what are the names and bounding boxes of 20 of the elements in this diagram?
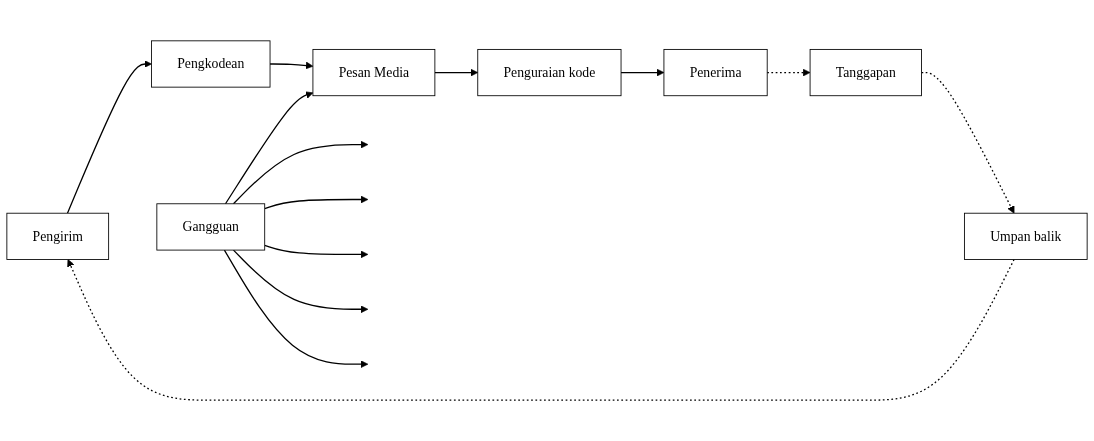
arrow	[67, 258, 1015, 401]
arrow	[232, 140, 369, 205]
arrow	[264, 244, 369, 259]
arrow	[434, 68, 479, 77]
node-box: Gangguan	[156, 203, 266, 251]
node-box: Umpan balik	[964, 212, 1088, 260]
arrow	[264, 195, 369, 210]
arrow	[232, 249, 369, 314]
node-box: Tanggapan	[809, 49, 922, 97]
arrow	[620, 68, 665, 77]
arrow	[223, 249, 369, 368]
node-box: Pengkodean	[151, 40, 271, 88]
node-box: Pengirim	[6, 212, 110, 260]
node-box: Penerima	[663, 49, 768, 97]
arrow	[224, 91, 314, 205]
arrow	[66, 60, 152, 214]
arrow	[269, 61, 314, 70]
node-box: Penguraian kode	[477, 49, 622, 97]
arrow	[920, 71, 1015, 214]
node-box: Pesan Media	[312, 49, 436, 97]
